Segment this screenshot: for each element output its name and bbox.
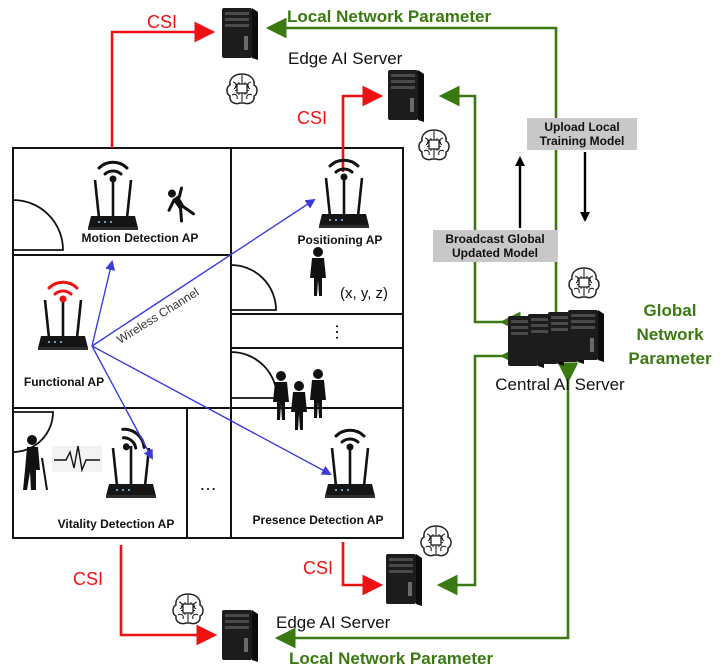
person-icon [310,369,326,418]
ellipsis-vertical: … [332,323,352,341]
positioning-ap-label: Positioning AP [298,233,383,247]
wifi-icon [47,280,79,303]
brain-chip-icon [172,593,204,625]
upload-label-line2: Training Model [540,134,625,148]
edge-ai-server-label: Edge AI Server [276,613,391,632]
central-ai-server-label: Central AI Server [495,375,625,394]
router-icon [104,444,158,500]
edge-ai-server-label: Edge AI Server [288,49,403,68]
wireless-channel-label: Wireless Channel [114,285,201,347]
vitality-detection-ap-label: Vitality Detection AP [58,517,175,531]
elderly-person-icon [23,435,48,491]
upload-label-box [527,118,637,150]
router-icon [317,174,371,230]
brain-chip-icon [418,129,450,161]
brain-chip-icon [420,525,452,557]
local-network-parameter-top: Local Network Parameter [287,7,491,26]
ellipsis-horizontal: … [199,474,217,494]
person-icon [273,371,289,420]
wireless-arrows [91,198,332,475]
broadcast-label-line2: Updated Model [452,246,538,260]
server-icon [222,8,258,60]
falling-person-icon [167,186,196,223]
csi-label: CSI [147,12,177,32]
broadcast-label-box [433,230,557,262]
brain-chip-icon [568,267,600,299]
wifi-icon [97,160,129,183]
global-network-parameter-line2: Network [636,325,704,344]
server-icon [388,70,424,122]
server-icon [386,554,422,606]
network-arrows [265,17,579,649]
router-icon [86,176,140,232]
central-server-icon [508,310,604,368]
wifi-icon [334,428,366,451]
upload-label-line1: Upload Local [544,120,619,134]
person-icon [310,247,326,296]
global-network-parameter-line3: Parameter [628,349,712,368]
federated-arrows [515,152,590,228]
router-icon [323,444,377,500]
router-icon [36,296,90,352]
local-network-parameter-bottom: Local Network Parameter [289,649,493,668]
global-network-parameter-line1: Global [644,301,697,320]
csi-label: CSI [73,569,103,589]
person-icon [291,381,307,430]
presence-detection-ap-label: Presence Detection AP [253,513,384,527]
server-icon [222,610,258,662]
coordinates-label: (x, y, z) [340,285,388,302]
motion-detection-ap-label: Motion Detection AP [82,231,199,245]
heartbeat-icon [52,445,102,473]
csi-label: CSI [303,558,333,578]
broadcast-label-line1: Broadcast Global [445,232,544,246]
functional-ap-label: Functional AP [24,375,104,389]
brain-chip-icon [226,73,258,105]
wifi-icon [121,427,146,451]
wifi-icon [328,158,360,181]
csi-label: CSI [297,108,327,128]
